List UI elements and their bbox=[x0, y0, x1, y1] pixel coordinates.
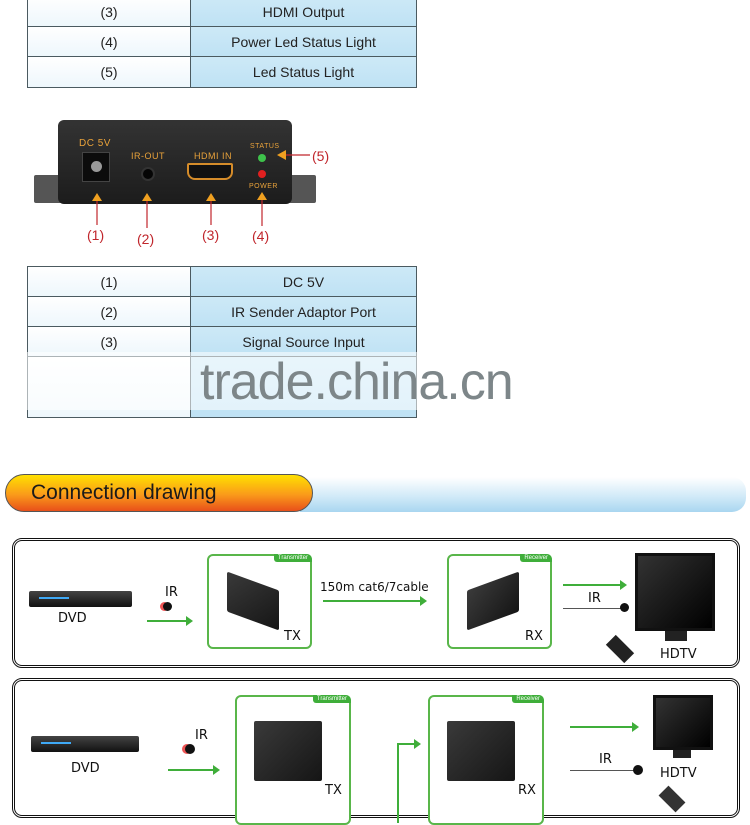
row-number: (3) bbox=[28, 0, 191, 26]
arrow bbox=[147, 616, 193, 626]
remote-icon bbox=[605, 634, 635, 664]
ir-label: IR bbox=[195, 728, 208, 743]
hdmi-port-icon bbox=[187, 163, 233, 180]
dvd-label: DVD bbox=[58, 611, 87, 626]
arrow bbox=[563, 580, 627, 590]
transmitter-icon bbox=[254, 721, 322, 781]
transmitter-box: Transmitter TX bbox=[235, 695, 351, 825]
watermark-band bbox=[0, 352, 420, 410]
status-led-icon bbox=[258, 154, 266, 162]
section-title: Connection drawing bbox=[31, 481, 217, 504]
ir-cable bbox=[563, 608, 623, 609]
callout-3: (3) bbox=[202, 227, 220, 243]
rx-label: RX bbox=[525, 629, 543, 644]
table-row: (1)DC 5V bbox=[28, 267, 416, 297]
row-number: (3) bbox=[28, 327, 191, 356]
receiver-box: Receiver RX bbox=[447, 554, 552, 649]
power-label: POWER bbox=[249, 183, 278, 190]
dvd-player-icon bbox=[29, 591, 132, 607]
cable-label: 150m cat6/7cable bbox=[320, 580, 429, 594]
arrow bbox=[570, 722, 639, 732]
arrow bbox=[397, 739, 421, 749]
callout-1: (1) bbox=[87, 227, 105, 243]
transmitter-box: Transmitter TX bbox=[207, 554, 312, 649]
table-row: (5)Led Status Light bbox=[28, 57, 416, 87]
ir-out-label: IR-OUT bbox=[131, 151, 165, 161]
hdtv-label: HDTV bbox=[660, 766, 697, 781]
remote-icon bbox=[658, 785, 686, 813]
arrow bbox=[168, 765, 220, 775]
ir-out-label: IR bbox=[599, 752, 612, 767]
table-row: (3)Signal Source Input bbox=[28, 327, 416, 357]
link-line bbox=[397, 743, 399, 823]
transmitter-tag: Transmitter bbox=[273, 554, 312, 562]
dvd-label: DVD bbox=[71, 761, 100, 776]
hdtv-label: HDTV bbox=[660, 647, 697, 662]
table-row: (4)Power Led Status Light bbox=[28, 27, 416, 57]
tx-label: TX bbox=[325, 783, 342, 798]
receiver-tag: Receiver bbox=[512, 695, 544, 703]
ir-emitter-icon bbox=[633, 765, 643, 775]
row-description: DC 5V bbox=[191, 267, 416, 296]
callout-arrows bbox=[92, 150, 310, 228]
watermark: trade.china.cn bbox=[200, 353, 514, 411]
callout-4: (4) bbox=[252, 228, 270, 244]
outputs-table: (3)HDMI Output (4)Power Led Status Light… bbox=[27, 0, 417, 88]
section-banner: Connection drawing bbox=[5, 474, 313, 512]
receiver-tag: Receiver bbox=[520, 554, 552, 562]
rx-label: RX bbox=[518, 783, 536, 798]
row-number: (4) bbox=[28, 27, 191, 56]
tv-stand bbox=[673, 750, 691, 758]
hdmi-in-label: HDMI IN bbox=[194, 151, 232, 161]
transmitter-icon bbox=[227, 571, 279, 631]
table-row: (3)HDMI Output bbox=[28, 0, 416, 27]
row-number: (1) bbox=[28, 267, 191, 296]
receiver-icon bbox=[447, 721, 515, 781]
row-description: HDMI Output bbox=[191, 0, 416, 26]
callout-5: (5) bbox=[312, 148, 330, 164]
table-row: (2)IR Sender Adaptor Port bbox=[28, 297, 416, 327]
dc-port-label: DC 5V bbox=[79, 138, 111, 149]
row-description: Signal Source Input bbox=[191, 327, 416, 356]
transmitter-tag: Transmitter bbox=[312, 695, 351, 703]
cable-arrow bbox=[323, 596, 427, 606]
ir-cable bbox=[570, 770, 635, 771]
ir-receiver-icon bbox=[163, 602, 172, 611]
ir-label: IR bbox=[165, 585, 178, 600]
power-led-icon bbox=[258, 170, 266, 178]
status-label: STATUS bbox=[250, 143, 280, 150]
receiver-box: Receiver RX bbox=[428, 695, 544, 825]
row-description: Led Status Light bbox=[191, 57, 416, 87]
row-description: Power Led Status Light bbox=[191, 27, 416, 56]
banner-bar bbox=[300, 477, 746, 512]
callout-2: (2) bbox=[137, 231, 155, 247]
hdtv-icon bbox=[635, 553, 715, 631]
ir-jack-icon bbox=[141, 167, 155, 181]
tx-label: TX bbox=[284, 629, 301, 644]
ir-receiver-icon bbox=[185, 744, 195, 754]
row-description: IR Sender Adaptor Port bbox=[191, 297, 416, 326]
row-number: (5) bbox=[28, 57, 191, 87]
dvd-player-icon bbox=[31, 736, 139, 752]
tv-stand bbox=[665, 631, 687, 641]
receiver-icon bbox=[467, 571, 519, 631]
hdtv-icon bbox=[653, 695, 713, 750]
dc-port-icon bbox=[82, 152, 110, 182]
ir-emitter-icon bbox=[620, 603, 629, 612]
connection-diagram-1: DVD IR Transmitter TX 150m cat6/7cable R… bbox=[12, 538, 740, 668]
ir-out-label: IR bbox=[588, 591, 601, 606]
connection-diagram-2: DVD IR Transmitter TX Receiver RX IR HDT… bbox=[12, 678, 740, 825]
row-number: (2) bbox=[28, 297, 191, 326]
